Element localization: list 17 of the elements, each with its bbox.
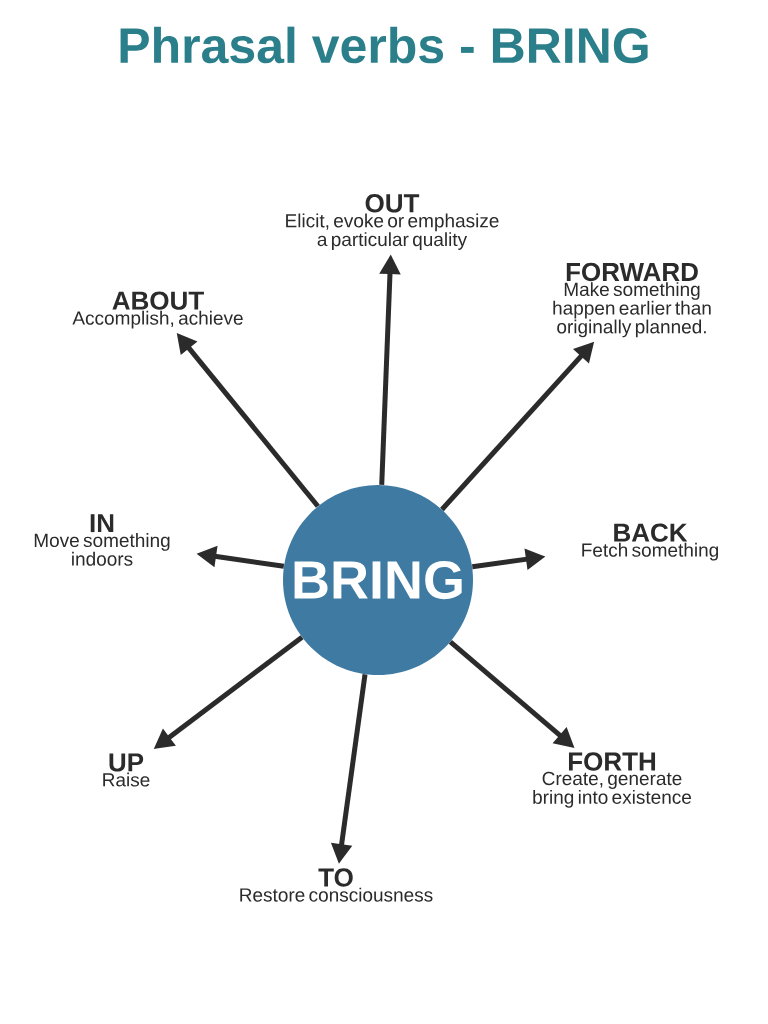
definition-text: Fetch something (582, 542, 718, 561)
definition-text: Move something indoors (34, 533, 170, 566)
particle-heading: BACK (614, 523, 688, 542)
definition-text: Make something happen earlier than originally planned. (553, 282, 711, 338)
title: Phrasal verbs - BRING (120, 26, 648, 64)
definition-text: Create, generate bring into existence (533, 771, 692, 808)
particle-heading: FORTH (569, 752, 656, 771)
definition-text: Restore consciousness (240, 887, 433, 902)
particle-heading: UP (109, 753, 144, 772)
definition-text: Accomplish, achieve (72, 310, 243, 329)
particle-heading: TO (318, 868, 353, 887)
definition-text: Elicit, evoke or emphasize a particular quality (286, 213, 499, 250)
particle-heading: IN (90, 514, 114, 533)
particle-heading: OUT (365, 194, 420, 213)
particle-heading: ABOUT (112, 291, 204, 310)
definition-text: Raise (103, 772, 150, 787)
particle-heading: FORWARD (566, 262, 698, 282)
